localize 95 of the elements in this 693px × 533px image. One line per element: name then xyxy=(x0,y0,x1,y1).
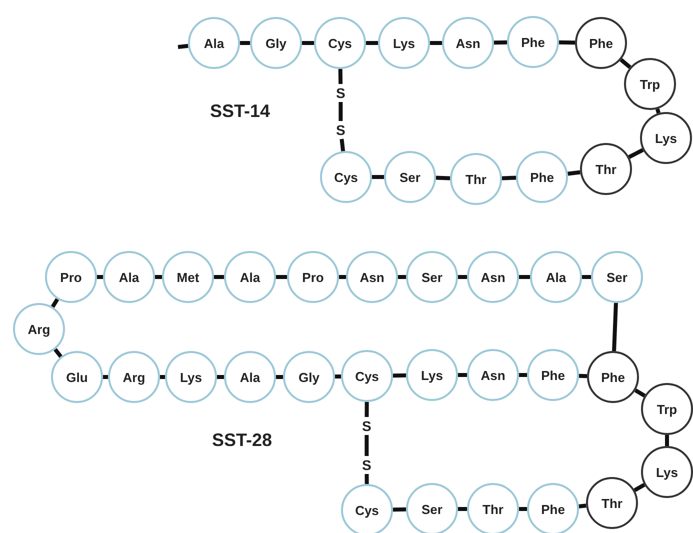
peptide-bond xyxy=(558,40,576,45)
peptide-label: SST-14 xyxy=(210,101,270,122)
residue-circle: Ala xyxy=(224,351,276,403)
peptide-bond xyxy=(155,275,162,279)
residue-circle: Lys xyxy=(406,349,458,401)
peptide-bond xyxy=(217,375,224,379)
residue-circle: Phe xyxy=(575,17,627,69)
peptide-bond xyxy=(364,435,369,456)
peptide-bond xyxy=(334,374,342,379)
peptide-bond xyxy=(665,435,669,446)
sulfur-label: S xyxy=(336,123,346,137)
peptide-bond xyxy=(519,275,530,279)
peptide-bond xyxy=(276,375,283,379)
residue-circle: Thr xyxy=(580,143,632,195)
residue-circle: Thr xyxy=(467,483,519,533)
residue-circle: Phe xyxy=(587,351,639,403)
peptide-bond xyxy=(620,58,632,69)
residue-circle: Cys xyxy=(314,17,366,69)
peptide-bond xyxy=(366,41,378,45)
peptide-bond xyxy=(578,374,588,378)
residue-circle: Asn xyxy=(346,251,398,303)
residue-circle: Ala xyxy=(224,251,276,303)
residue-circle: Glu xyxy=(51,351,103,403)
peptide-bond xyxy=(392,507,406,512)
residue-circle: Cys xyxy=(341,350,393,402)
residue-circle: Lys xyxy=(165,351,217,403)
peptide-bond xyxy=(54,348,62,358)
residue-circle: Gly xyxy=(283,351,335,403)
residue-circle: Phe xyxy=(507,16,559,68)
peptide-bond xyxy=(50,298,60,308)
peptide-bond xyxy=(276,275,287,279)
peptide-bond xyxy=(612,302,618,352)
residue-circle: Trp xyxy=(641,383,693,435)
peptide-bond xyxy=(364,474,369,484)
peptide-bond xyxy=(339,275,346,279)
peptide-bond xyxy=(160,375,165,379)
sulfur-label: S xyxy=(362,458,372,472)
peptide-bond xyxy=(392,373,406,378)
residue-circle: Lys xyxy=(640,112,692,164)
peptide-bond xyxy=(97,275,103,279)
peptide-bond xyxy=(628,148,644,159)
residue-circle: Arg xyxy=(13,303,65,355)
residue-circle: Trp xyxy=(624,58,676,110)
sulfur-label: S xyxy=(336,86,346,100)
peptide-bond xyxy=(338,68,343,84)
peptide-label: SST-28 xyxy=(212,430,272,451)
peptide-bond xyxy=(240,41,250,45)
residue-circle: Asn xyxy=(467,251,519,303)
peptide-bond xyxy=(214,275,224,279)
peptide-bond xyxy=(568,170,580,176)
sulfur-label: S xyxy=(362,419,372,433)
residue-circle: Ser xyxy=(591,251,643,303)
peptide-bond xyxy=(458,275,467,279)
peptide-bond xyxy=(578,504,586,508)
residue-circle: Ser xyxy=(406,483,458,533)
peptide-bond xyxy=(582,275,591,279)
residue-circle: Lys xyxy=(378,17,430,69)
residue-circle: Ala xyxy=(530,251,582,303)
residue-circle: Asn xyxy=(467,349,519,401)
residue-circle: Asn xyxy=(442,17,494,69)
residue-circle: Phe xyxy=(516,151,568,203)
residue-circle: Phe xyxy=(527,483,579,533)
residue-circle: Ala xyxy=(188,17,240,69)
residue-circle: Ser xyxy=(406,251,458,303)
peptide-bond xyxy=(458,373,467,377)
residue-circle: Met xyxy=(162,251,214,303)
residue-circle: Gly xyxy=(250,17,302,69)
residue-circle: Lys xyxy=(641,446,693,498)
peptide-bond xyxy=(178,44,188,49)
residue-circle: Cys xyxy=(341,484,393,533)
peptide-bond xyxy=(494,40,508,45)
peptide-bond xyxy=(519,373,527,377)
residue-circle: Cys xyxy=(320,151,372,203)
peptide-bond xyxy=(302,41,314,45)
peptide-bond xyxy=(372,175,384,179)
peptide-bond xyxy=(338,102,343,121)
residue-circle: Thr xyxy=(450,153,502,205)
peptide-bond xyxy=(634,388,646,398)
peptide-bond xyxy=(634,483,646,492)
residue-circle: Thr xyxy=(586,477,638,529)
peptide-bond xyxy=(103,375,108,379)
residue-circle: Arg xyxy=(108,351,160,403)
peptide-bond xyxy=(502,176,516,180)
peptide-bond xyxy=(519,507,527,511)
peptide-bond xyxy=(364,402,369,418)
peptide-bond xyxy=(398,275,406,279)
peptide-bond xyxy=(436,176,450,180)
peptide-bond xyxy=(340,138,346,152)
residue-circle: Pro xyxy=(45,251,97,303)
residue-circle: Pro xyxy=(287,251,339,303)
residue-circle: Ser xyxy=(384,151,436,203)
residue-circle: Ala xyxy=(103,251,155,303)
peptide-bond xyxy=(458,507,467,511)
residue-circle: Phe xyxy=(527,349,579,401)
peptide-bond xyxy=(430,41,442,45)
